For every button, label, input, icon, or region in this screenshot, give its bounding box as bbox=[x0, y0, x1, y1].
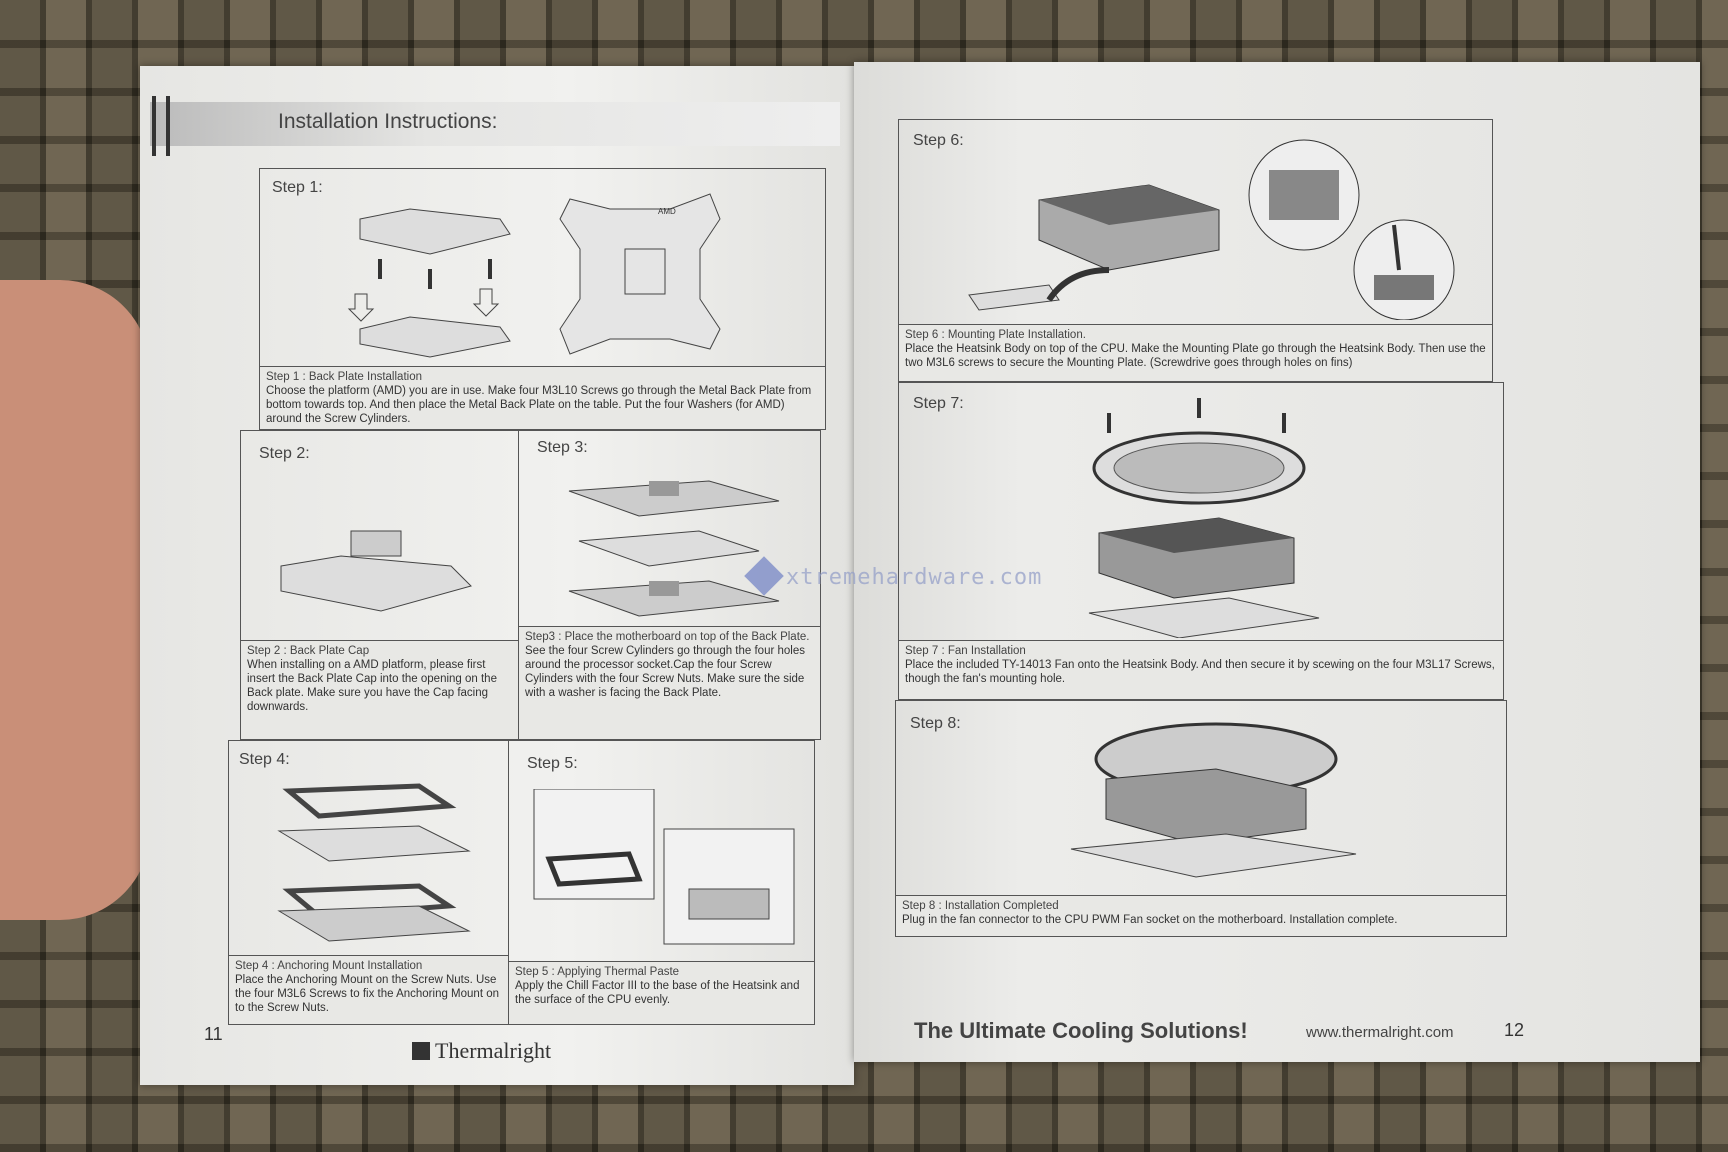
watermark-text: xtremehardware.com bbox=[786, 565, 1043, 590]
caption-title: Step 5 : Applying Thermal Paste bbox=[515, 966, 680, 978]
caption-title: Step 2 : Back Plate Cap bbox=[247, 645, 370, 657]
completed-installation-diagram bbox=[1070, 722, 1357, 878]
page-number-left: 11 bbox=[204, 1024, 223, 1044]
step-label: Step 1: bbox=[272, 179, 323, 196]
logo-text: Thermalright bbox=[435, 1038, 552, 1063]
decorative-bars bbox=[152, 96, 170, 156]
website-url: www.thermalright.com bbox=[1306, 1024, 1454, 1041]
caption-text: Place the included TY-14013 Fan onto the… bbox=[905, 659, 1495, 685]
watermark-logo-icon bbox=[744, 556, 784, 596]
caption-text: Plug in the fan connector to the CPU PWM… bbox=[902, 914, 1398, 926]
title-band bbox=[150, 102, 840, 146]
caption-title: Step 4 : Anchoring Mount Installation bbox=[235, 960, 423, 972]
watermark: xtremehardware.com bbox=[744, 556, 1043, 596]
back-plate-diagram: AMD bbox=[347, 193, 721, 358]
step-label: Step 7: bbox=[913, 395, 964, 412]
caption-title: Step 1 : Back Plate Installation bbox=[266, 371, 422, 383]
caption-title: Step 7 : Fan Installation bbox=[905, 645, 1026, 657]
caption-text: When installing on a AMD platform, pleas… bbox=[247, 659, 497, 713]
step-1-panel: Step 1: AMD Step 1 : Back Plate Installa… bbox=[259, 168, 826, 430]
fan-installation-diagram bbox=[1088, 398, 1320, 638]
caption-title: Step3 : Place the motherboard on top of … bbox=[525, 631, 810, 643]
caption-title: Step 8 : Installation Completed bbox=[902, 900, 1059, 912]
page-title: Installation Instructions: bbox=[278, 110, 498, 133]
mounting-plate-diagram bbox=[968, 139, 1455, 320]
caption-text: Place the Heatsink Body on top of the CP… bbox=[905, 343, 1486, 369]
step-6-caption: Step 6 : Mounting Plate Installation. Pla… bbox=[899, 324, 1492, 381]
caption-text: Apply the Chill Factor III to the base o… bbox=[515, 980, 800, 1006]
page-number-right: 12 bbox=[1504, 1020, 1525, 1040]
back-plate-cap-diagram bbox=[280, 530, 472, 612]
manual-page-11: Installation Instructions: Step 1: AMD S… bbox=[140, 66, 854, 1085]
step-label: Step 6: bbox=[913, 132, 964, 149]
manual-page-12: Step 6: Step 6 : Mounting Plate Installa… bbox=[854, 62, 1700, 1062]
step-3-panel: Step 3: Step3 : Place the motherboard on… bbox=[518, 430, 821, 740]
step-label: Step 4: bbox=[239, 751, 290, 768]
caption-text: Choose the platform (AMD) you are in use… bbox=[266, 385, 812, 425]
step-3-caption: Step3 : Place the motherboard on top of … bbox=[519, 626, 820, 739]
step-label: Step 5: bbox=[527, 755, 578, 772]
thermalright-logo: Thermalright bbox=[412, 1038, 551, 1064]
amd-tag: AMD bbox=[658, 207, 676, 216]
step-label: Step 8: bbox=[910, 715, 961, 732]
step-4-panel: Step 4: Step 4 : Anchoring Mount Install… bbox=[228, 740, 509, 1025]
caption-title: Step 6 : Mounting Plate Installation. bbox=[905, 329, 1086, 341]
caption-text: Place the Anchoring Mount on the Screw N… bbox=[235, 974, 500, 1014]
tagline: The Ultimate Cooling Solutions! bbox=[914, 1018, 1248, 1043]
logo-mark-icon bbox=[412, 1042, 430, 1060]
thermal-paste-diagram bbox=[533, 789, 795, 945]
motherboard-diagram bbox=[568, 480, 780, 617]
step-label: Step 2: bbox=[259, 445, 310, 462]
step-6-panel: Step 6: Step 6 : Mounting Plate Installa… bbox=[898, 119, 1493, 382]
hand-holding-booklet bbox=[0, 280, 150, 920]
anchoring-mount-diagram bbox=[277, 783, 471, 942]
caption-text: See the four Screw Cylinders go through … bbox=[525, 645, 805, 699]
step-label: Step 3: bbox=[537, 439, 588, 456]
